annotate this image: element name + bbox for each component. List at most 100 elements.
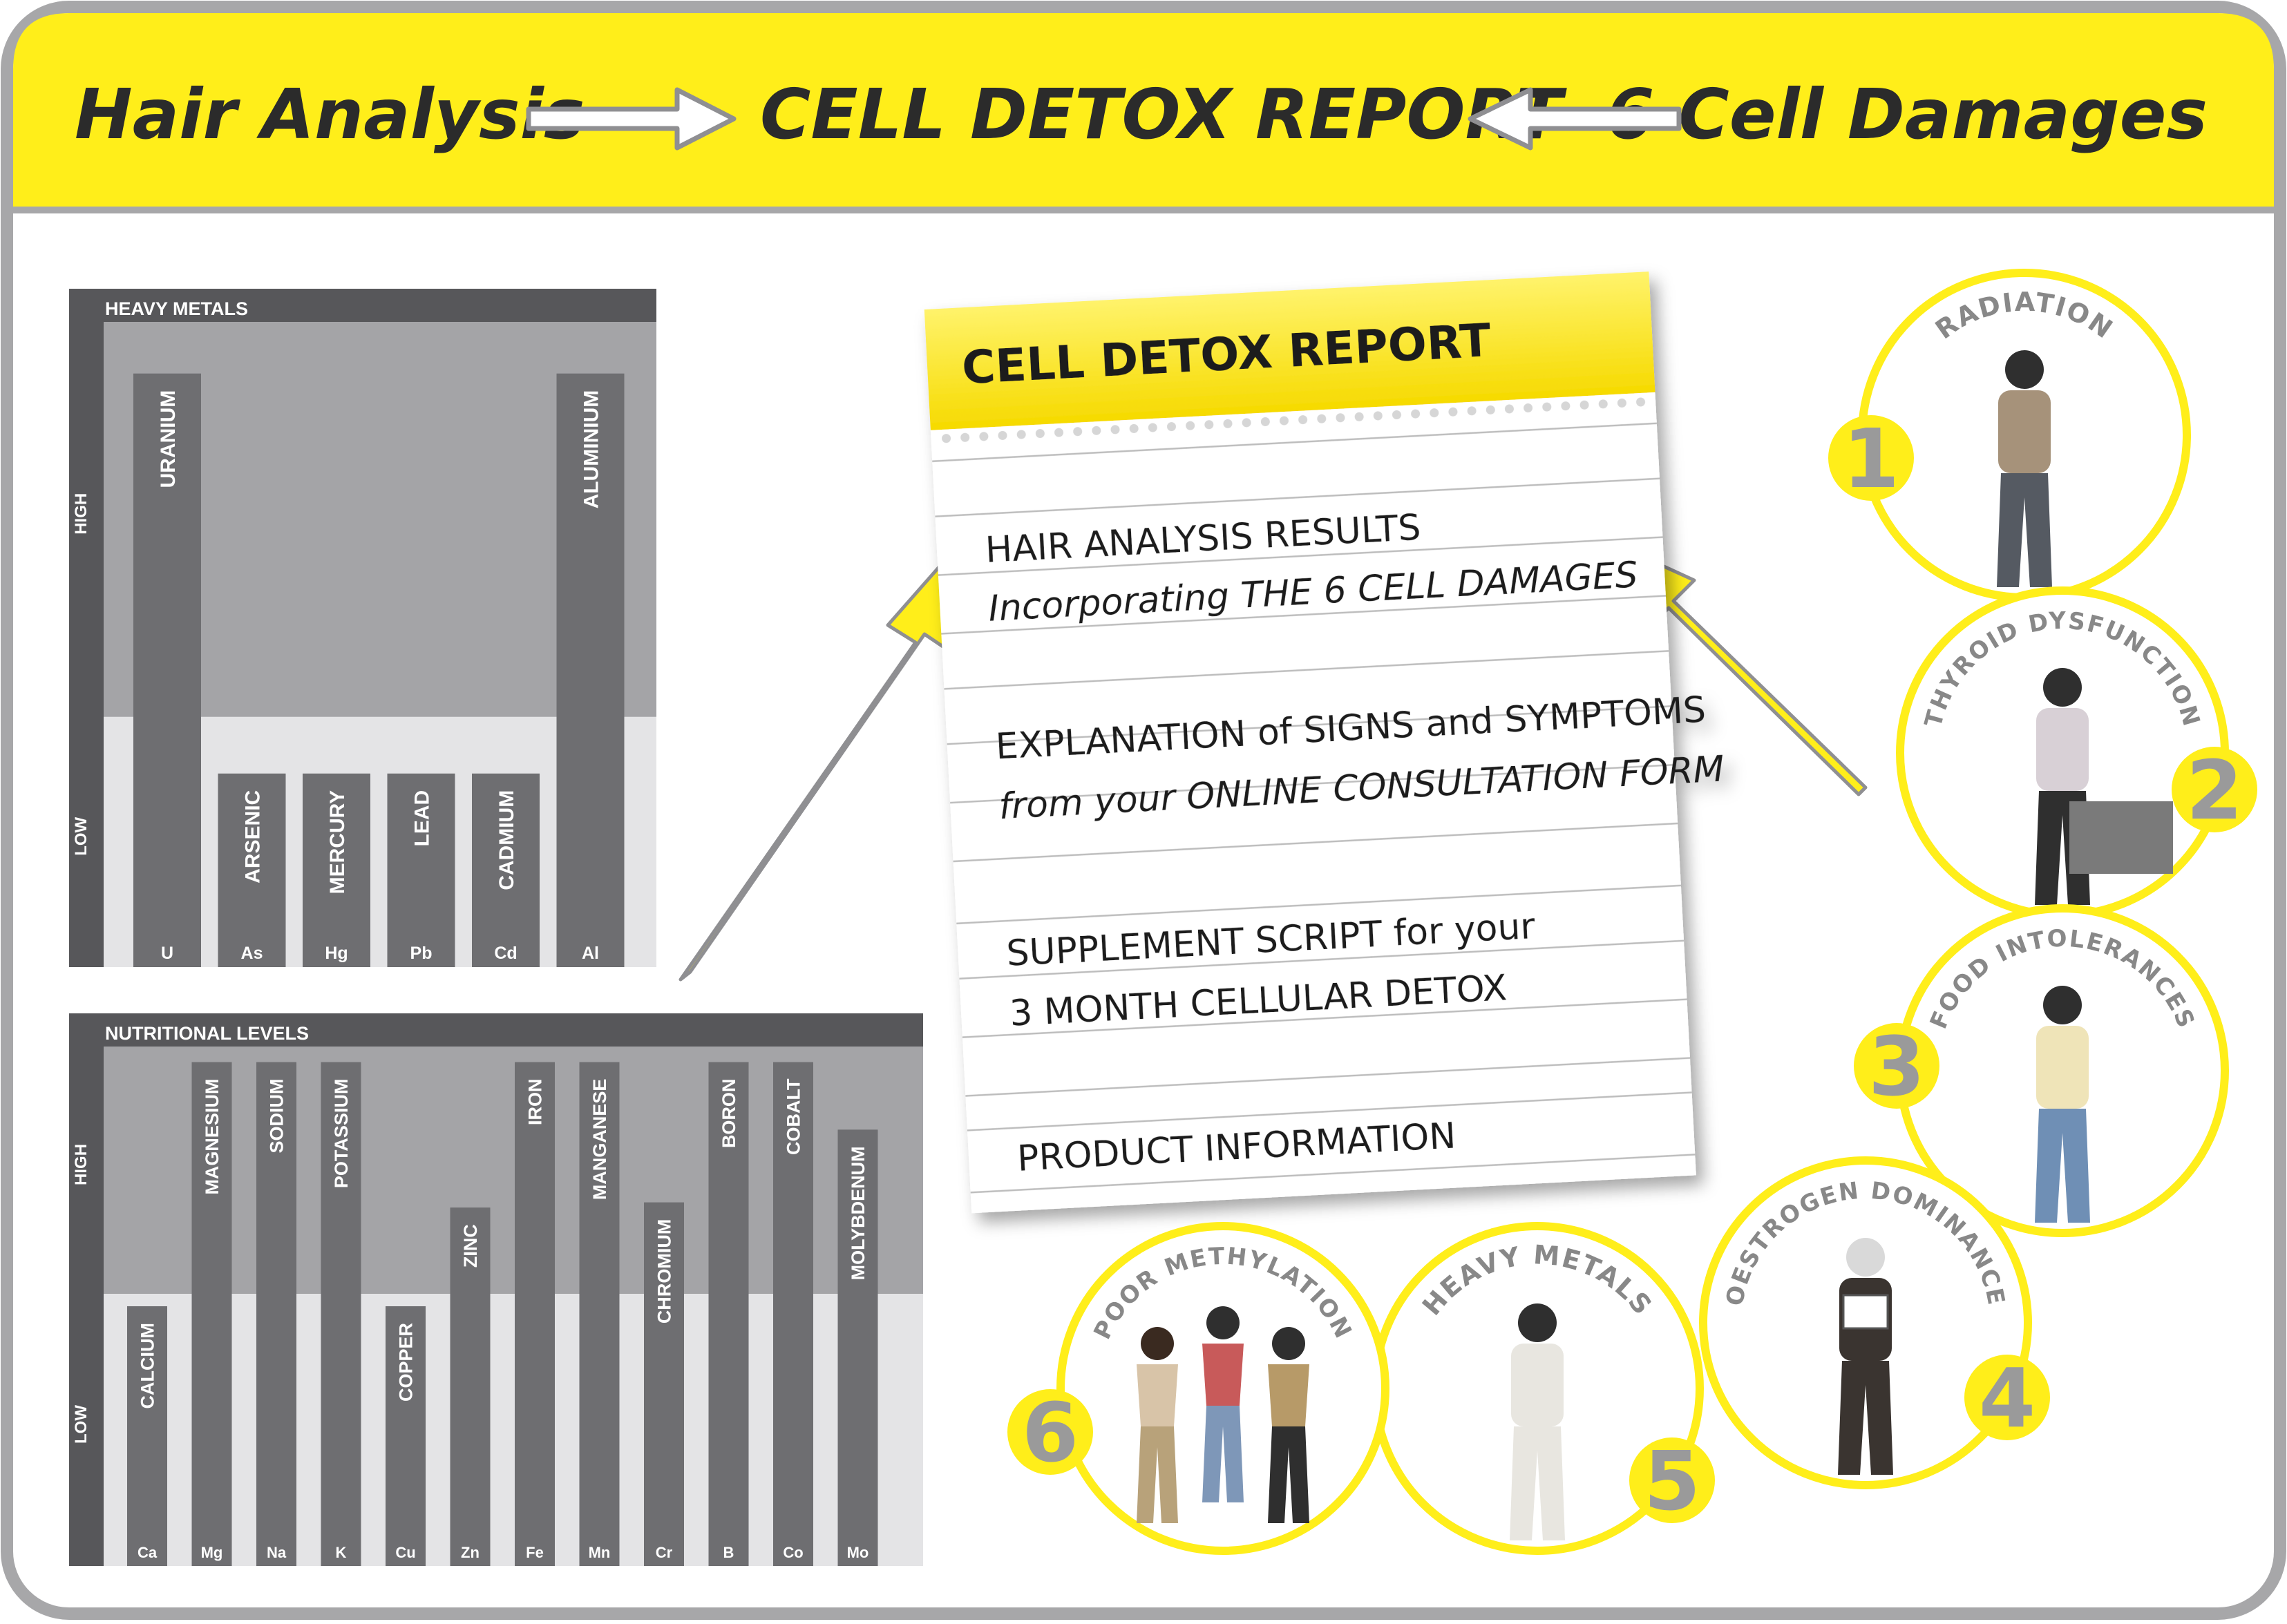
bar-symbol: Mn [589,1544,611,1561]
ruled-line [953,822,1678,863]
notepad-binding-rings [942,397,1646,443]
bar-label: SODIUM [267,1079,287,1154]
bar-rect [837,1129,878,1566]
binding-ring [1092,426,1101,435]
ruled-line [967,1091,1692,1131]
ruled-line [938,536,1663,576]
ruled-line [935,477,1660,517]
bar-label: MOLYBDENUM [848,1146,869,1280]
bar-label: BORON [719,1079,739,1149]
bar-label: COPPER [396,1323,417,1402]
bar-symbol: U [161,944,173,963]
number-badge [1854,1023,1939,1109]
binding-ring [1524,403,1533,413]
binding-ring [1129,423,1139,433]
binding-ring [1186,421,1195,430]
number-badge [1629,1437,1715,1523]
three-women-figure-icon [1137,1306,1309,1523]
bar-rect [773,1062,813,1566]
binding-ring [1354,412,1364,421]
bar-label: CHROMIUM [654,1219,675,1324]
bar-rect [303,773,370,967]
binding-ring [1279,416,1289,426]
bar-label: CADMIUM [495,790,518,890]
header-left-text: Hair Analysis [75,74,585,155]
binding-ring [1598,399,1608,409]
binding-ring [1542,402,1552,412]
bar-symbol: Cu [395,1544,415,1561]
binding-ring [1467,406,1477,416]
bar-rect [708,1062,749,1566]
binding-ring [1242,418,1251,428]
bar-manganese: MANGANESE Mn [579,1062,620,1566]
bar-sodium: SODIUM Na [256,1062,296,1566]
header-center-text: CELL DETOX REPORT [760,74,1567,155]
nutritional-levels-chart: NUTRITIONAL LEVELSHIGHLOWCALCIUMCaMAGNES… [69,1013,923,1566]
binding-ring [1430,408,1439,418]
number-badge [2172,747,2257,832]
bar-rect [644,1202,684,1566]
report-notepad: CELL DETOX REPORT HAIR ANALYSIS RESULTS … [924,271,1725,1214]
binding-ring [942,434,951,443]
binding-ring [1336,413,1345,423]
bar-rect [579,1062,620,1566]
bar-rect [450,1207,491,1566]
number-badge [1007,1389,1093,1475]
bar-label: MERCURY [326,790,349,895]
damage-number: 4 [1979,1350,2035,1446]
low-axis-label: LOW [72,816,91,855]
bar-rect [321,1062,361,1566]
plumber-figure-icon [1510,1303,1565,1540]
binding-ring [1110,425,1120,434]
bar-label: URANIUM [157,390,180,488]
header-arrow-left-icon [1468,87,1682,151]
binding-ring [1392,410,1401,420]
bar-symbol: Mo [847,1544,869,1561]
damage-number: 2 [2186,743,2243,838]
bar-label: MAGNESIUM [202,1079,222,1195]
binding-ring [1504,404,1514,414]
binding-ring [1054,428,1064,437]
bar-label: IRON [525,1079,546,1126]
binding-ring [1298,415,1308,425]
damage-number: 3 [1868,1019,1925,1114]
bar-symbol: Na [267,1544,287,1561]
high-axis-label: HIGH [72,1144,91,1185]
ruled-line [962,998,1687,1038]
bar-label: COBALT [784,1078,804,1155]
bar-label: MANGANESE [589,1079,610,1201]
ruled-line [947,705,1672,745]
jumping-girl-figure-icon [2035,986,2090,1223]
binding-ring [1016,430,1026,439]
bar-rect [191,1062,232,1566]
header-arrow-right-icon [526,87,737,151]
bar-symbol: Ca [137,1544,158,1561]
damage-number: 6 [1022,1385,1079,1480]
bar-symbol: Pb [410,944,433,963]
binding-ring [998,430,1007,440]
binding-ring [960,432,970,442]
bar-copper: COPPER Cu [386,1306,426,1566]
number-badge [1828,415,1914,501]
bar-uranium: URANIUM U [133,373,201,967]
binding-ring [1223,419,1233,428]
binding-ring [1486,405,1495,414]
binding-ring [1561,401,1570,411]
